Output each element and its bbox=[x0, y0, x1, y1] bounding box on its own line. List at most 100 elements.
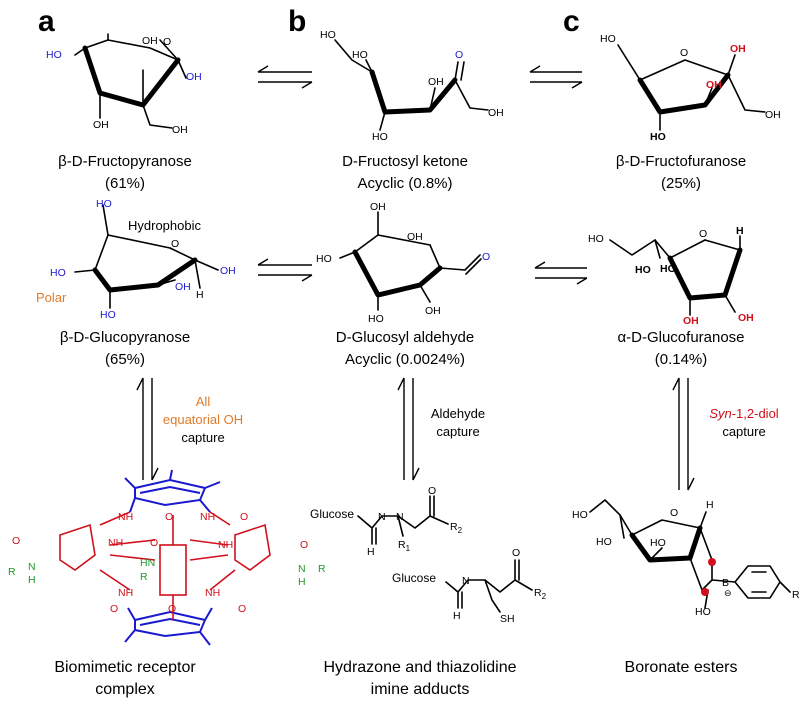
rec-o-left: O bbox=[12, 535, 20, 547]
hydrazone-structure: Glucose N N O H R1 R2 bbox=[310, 485, 463, 558]
rec-o-5: O bbox=[168, 603, 176, 615]
boronate-h: H bbox=[706, 499, 714, 511]
rec-o-6: O bbox=[238, 603, 246, 615]
fru-k-carbonyl-o: O bbox=[455, 49, 463, 61]
bottom-mid-caption-1: Hydrazone and thiazolidine bbox=[323, 659, 516, 676]
hydrophobic-label: Hydrophobic bbox=[128, 218, 201, 233]
capture-arrow-left bbox=[136, 377, 159, 481]
glc-f-ring-o: O bbox=[699, 228, 707, 240]
rec-hn-mid: HN bbox=[140, 557, 155, 569]
glc-p-ring-o: O bbox=[171, 238, 179, 250]
capture-right-line2: capture bbox=[722, 424, 765, 439]
glc-p-ho-3: HO bbox=[100, 309, 116, 321]
rec-n-left: N bbox=[28, 561, 36, 573]
rec-o-2: O bbox=[240, 511, 248, 523]
rec-nh-3: NH bbox=[108, 537, 123, 549]
boronate-r: R bbox=[792, 589, 800, 601]
equilibrium-arrow-aldehyde-glc-fur bbox=[534, 261, 588, 285]
fru-k-ho-2: HO bbox=[352, 49, 368, 61]
bottom-right-caption: Boronate esters bbox=[625, 659, 738, 676]
hydrazone-h: H bbox=[367, 546, 375, 558]
glc-a-oh-5: OH bbox=[407, 231, 423, 243]
bottom-left-caption-2: complex bbox=[95, 681, 155, 698]
fructopyranose-pct: (61%) bbox=[105, 175, 145, 192]
fru-k-oh-end: OH bbox=[488, 107, 504, 119]
glucopyranose-structure: HO Hydrophobic O HO HO OH OH H Polar bbox=[36, 198, 236, 321]
fru-p-ring-o: O bbox=[163, 36, 171, 48]
boronate-ho-5: HO bbox=[596, 536, 612, 548]
bottom-left-caption-1: Biomimetic receptor bbox=[54, 659, 196, 676]
capture-mid-line2: capture bbox=[436, 424, 479, 439]
rec-nh-6: NH bbox=[205, 587, 220, 599]
boronate-ho-3: HO bbox=[650, 537, 666, 549]
fru-p-oh-bottom: OH bbox=[93, 119, 109, 131]
fructofuranose-pct: (25%) bbox=[661, 175, 701, 192]
rec-nh-4: NH bbox=[218, 539, 233, 551]
boronate-ho-6: HO bbox=[572, 509, 588, 521]
capture-left-line1: All bbox=[196, 394, 211, 409]
rec-o-3: O bbox=[150, 537, 158, 549]
glc-f-oh-1: OH bbox=[738, 312, 754, 324]
fru-f-ho-bottom: HO bbox=[650, 131, 666, 143]
fru-f-oh-anomeric: OH bbox=[730, 43, 746, 55]
fructosyl-ketone-pct: Acyclic (0.8%) bbox=[357, 175, 452, 192]
fru-p-oh-anomeric: OH bbox=[186, 71, 202, 83]
fru-p-ch2oh: OH bbox=[172, 124, 188, 136]
glc-a-ho-3: HO bbox=[368, 313, 384, 325]
hydrazone-n2: N bbox=[396, 511, 404, 523]
fructofuranose-structure: HO O OH OH HO OH bbox=[600, 33, 781, 143]
glucosyl-aldehyde-name: D-Glucosyl aldehyde bbox=[336, 329, 474, 346]
capture-arrow-right bbox=[672, 377, 695, 491]
hydrazone-r1: R1 bbox=[398, 539, 411, 553]
glucosyl-aldehyde-pct: Acyclic (0.0024%) bbox=[345, 351, 465, 368]
fru-f-ho-top: HO bbox=[600, 33, 616, 45]
fructosyl-ketone-name: D-Fructosyl ketone bbox=[342, 153, 468, 170]
glc-a-carbonyl-o: O bbox=[482, 251, 490, 263]
fructopyranose-structure: HO OH O OH OH OH bbox=[46, 33, 202, 136]
glucopyranose-pct: (65%) bbox=[105, 351, 145, 368]
capture-arrow-mid bbox=[397, 377, 420, 481]
capture-mid-line1: Aldehyde bbox=[431, 406, 485, 421]
glc-f-oh-2: OH bbox=[683, 315, 699, 327]
rec-r-right: R bbox=[318, 563, 326, 575]
hydrazone-glucose: Glucose bbox=[310, 507, 354, 521]
thiazolidine-sh: SH bbox=[500, 613, 515, 625]
fru-f-ring-o: O bbox=[680, 47, 688, 59]
thiazolidine-glucose: Glucose bbox=[392, 571, 436, 585]
thiazolidine-r2: R2 bbox=[534, 587, 547, 601]
rec-o-right: O bbox=[300, 539, 308, 551]
hydrazone-o: O bbox=[428, 485, 436, 497]
boronate-ho-b: HO bbox=[695, 606, 711, 618]
panel-label-b: b bbox=[288, 5, 306, 38]
glc-f-ho-3: HO bbox=[660, 263, 676, 275]
fructofuranose-name: β-D-Fructofuranose bbox=[616, 153, 746, 170]
fru-k-ho-top: HO bbox=[320, 29, 336, 41]
fru-f-oh-end: OH bbox=[765, 109, 781, 121]
thiazolidine-h: H bbox=[453, 610, 461, 622]
equilibrium-arrow-glc-pyr-aldehyde bbox=[257, 258, 313, 282]
equilibrium-arrow-fru-pyr-ketone bbox=[257, 65, 313, 89]
boronate-ring-o: O bbox=[670, 507, 678, 519]
rec-h-left: H bbox=[28, 574, 36, 586]
thiazolidine-n: N bbox=[462, 575, 470, 587]
fructopyranose-name: β-D-Fructopyranose bbox=[58, 153, 192, 170]
rec-r-mid: R bbox=[140, 571, 148, 583]
capture-right-line1: Syn-1,2-diol bbox=[709, 406, 778, 421]
thiazolidine-imine-structure: Glucose N O H R2 SH bbox=[392, 547, 547, 625]
glc-a-oh-2: OH bbox=[425, 305, 441, 317]
glc-a-ho-4: HO bbox=[316, 253, 332, 265]
hydrazone-n1: N bbox=[378, 511, 386, 523]
rec-n-right: N bbox=[298, 563, 306, 575]
boronate-b: B bbox=[722, 577, 729, 589]
panel-label-c: c bbox=[563, 5, 580, 38]
panel-label-a: a bbox=[38, 5, 55, 38]
fru-p-ho-blue: HO bbox=[46, 49, 62, 61]
boronate-ester-structure: HO HO HO O H B ⊖ HO R bbox=[572, 499, 800, 618]
fru-k-oh-3: OH bbox=[428, 76, 444, 88]
glc-f-ho-5: HO bbox=[635, 264, 651, 276]
glc-f-h1: H bbox=[736, 225, 744, 237]
fru-p-oh-top: OH bbox=[142, 35, 158, 47]
bottom-mid-caption-2: imine adducts bbox=[371, 681, 470, 698]
capture-left-line3: capture bbox=[181, 430, 224, 445]
